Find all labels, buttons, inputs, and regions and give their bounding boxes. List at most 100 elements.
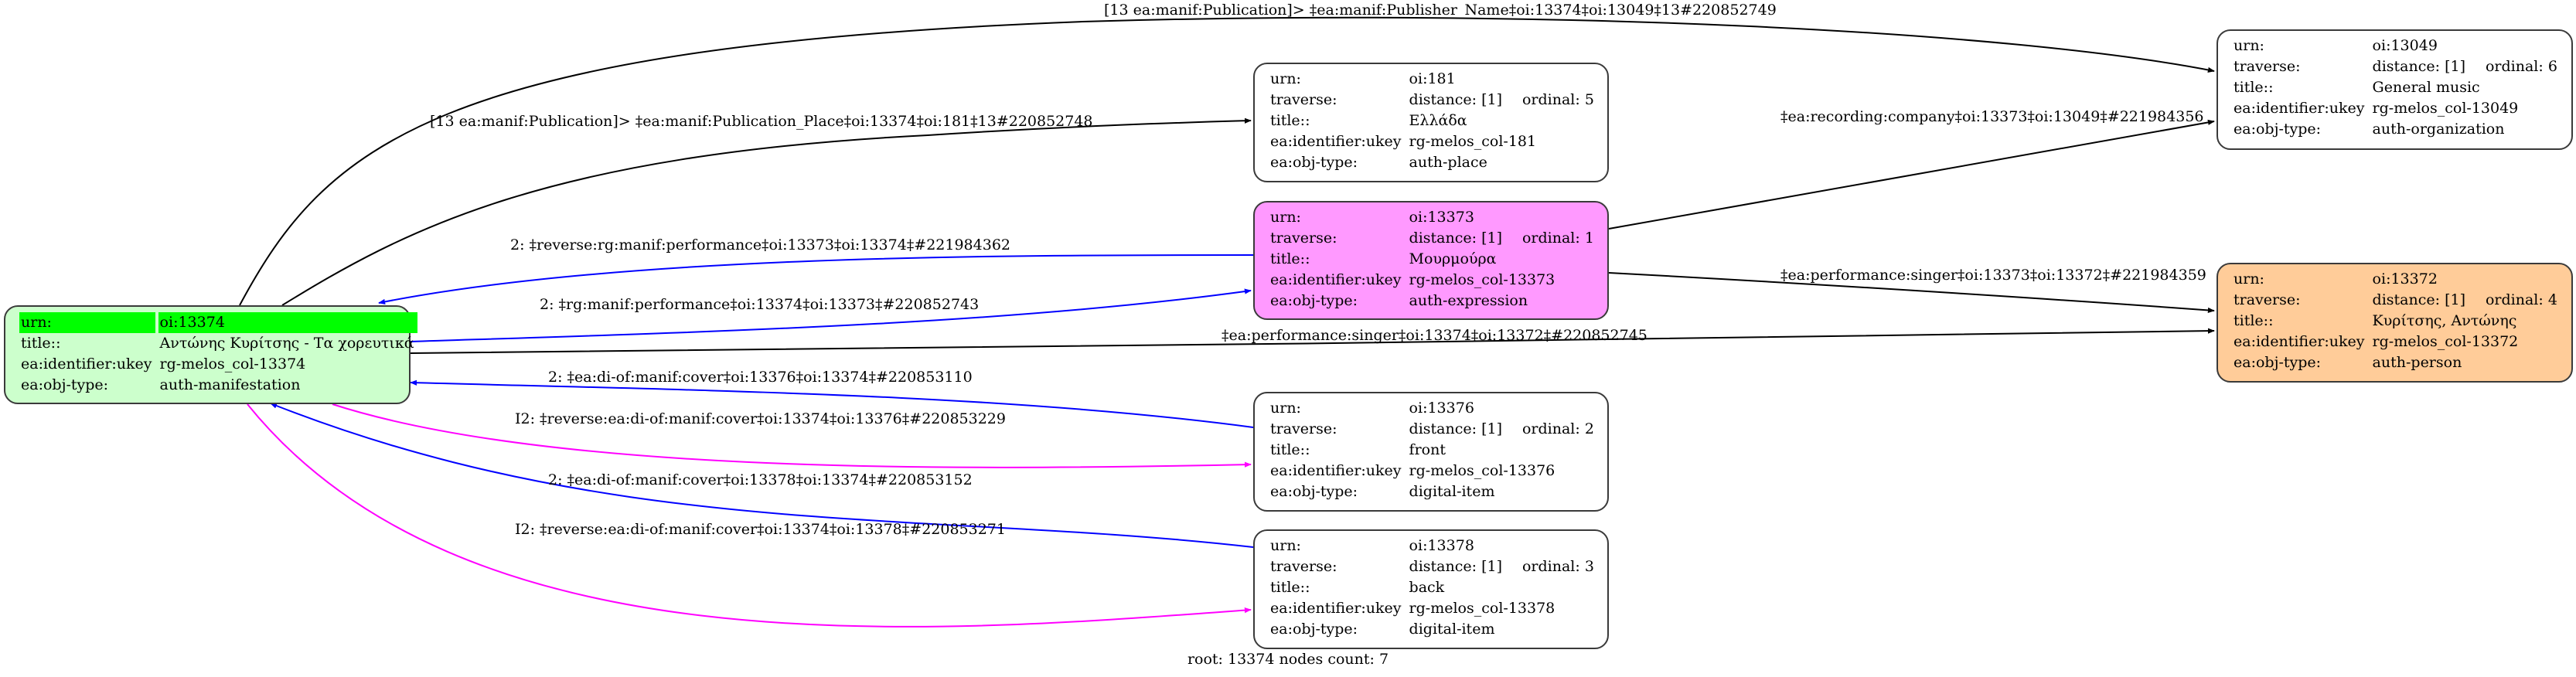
- node-13376[interactable]: urn: oi:13376 traverse: distance: [1]ordin…: [1253, 392, 1609, 512]
- objtype-row: ea:obj-type: auth-manifestation: [19, 375, 417, 396]
- title-value: back: [1409, 579, 1445, 596]
- distance-value: distance: [1]: [1409, 558, 1502, 575]
- traverse-key: traverse:: [1270, 230, 1337, 247]
- distance-value: distance: [1]: [2372, 291, 2465, 308]
- traverse-key: traverse:: [2234, 58, 2301, 75]
- node-181[interactable]: urn:oi:181 traverse:distance: [1]ordinal…: [1253, 63, 1609, 182]
- ukey-row: ea:identifier:ukey rg-melos_col-13374: [19, 354, 417, 375]
- ukey-value: rg-melos_col-13049: [2372, 100, 2519, 117]
- edge-13373-to-13049[interactable]: [1608, 119, 2215, 230]
- title-value: front: [1409, 441, 1446, 458]
- urn-value[interactable]: oi:181: [1409, 70, 1456, 87]
- edge-label-reverse-cover-13378: I2: ‡reverse:ea:di-of:manif:cover‡oi:133…: [515, 521, 1006, 538]
- edge-13374-to-13049[interactable]: [239, 16, 2215, 306]
- node-13378[interactable]: urn:oi:13378 traverse:distance: [1]ordin…: [1253, 529, 1609, 649]
- node-13049[interactable]: urn: oi:13049 traverse: distance: [1]ordin…: [2217, 29, 2573, 150]
- edge-13374-to-13378[interactable]: [247, 403, 1252, 628]
- edge-13374-to-181[interactable]: [281, 117, 1252, 306]
- title-value: Ελλάδα: [1409, 112, 1467, 129]
- ukey-value: rg-melos_col-13373: [1409, 271, 1555, 288]
- edge-13378-to-13374[interactable]: [270, 403, 1254, 548]
- ukey-key: ea:identifier:ukey: [1270, 133, 1402, 150]
- node-13372[interactable]: urn: oi:13372 traverse: distance: [1] ordin…: [2217, 263, 2573, 383]
- urn-value[interactable]: oi:13378: [1409, 537, 1474, 554]
- title-value: Αντώνης Κυρίτσης - Τα χορευτικά: [159, 335, 414, 352]
- urn-key: urn:: [2234, 37, 2264, 54]
- edge-13374-to-13373[interactable]: [410, 288, 1252, 342]
- title-key: title::: [1270, 579, 1310, 596]
- objtype-key: ea:obj-type:: [1270, 621, 1358, 638]
- objtype-key: ea:obj-type:: [2234, 121, 2322, 138]
- traverse-value: distance: [1] ordinal: 4: [2371, 290, 2561, 311]
- ukey-key: ea:identifier:ukey: [2234, 333, 2365, 350]
- title-key: title::: [2234, 312, 2274, 329]
- edge-13374-to-13372[interactable]: [410, 328, 2215, 354]
- traverse-value: distance: [1]ordinal: 3: [1408, 556, 1597, 577]
- objtype-value: digital-item: [1409, 483, 1495, 500]
- traverse-key: traverse:: [1270, 420, 1337, 437]
- ordinal-value: ordinal: 4: [2485, 291, 2557, 308]
- ukey-key: ea:identifier:ukey: [1270, 271, 1402, 288]
- urn-value[interactable]: oi:13372: [2372, 270, 2438, 287]
- title-key: title::: [1270, 112, 1310, 129]
- objtype-value: auth-place: [1409, 154, 1487, 171]
- traverse-value: distance: [1] ordinal: 5: [1408, 90, 1597, 111]
- graph-footer: root: 13374 nodes count: 7: [1187, 651, 1389, 668]
- ukey-value: rg-melos_col-13372: [2372, 333, 2519, 350]
- traverse-value: distance: [1] ordinal: 1: [1408, 228, 1597, 249]
- title-key: title::: [21, 335, 61, 352]
- urn-value[interactable]: oi:13373: [1409, 209, 1474, 226]
- ordinal-value: ordinal: 5: [1521, 91, 1594, 108]
- urn-key: urn:: [1270, 400, 1301, 417]
- urn-value[interactable]: oi:13049: [2372, 37, 2438, 54]
- ukey-value: rg-melos_col-13374: [159, 356, 306, 373]
- traverse-key: traverse:: [1270, 558, 1337, 575]
- edge-label-cover-13376: 2: ‡ea:di-of:manif:cover‡oi:13376‡oi:133…: [548, 369, 973, 386]
- ukey-key: ea:identifier:ukey: [1270, 600, 1402, 617]
- objtype-value: auth-organization: [2372, 121, 2505, 138]
- title-key: title::: [2234, 79, 2274, 96]
- distance-value: distance: [1]: [2372, 58, 2465, 75]
- node-13373[interactable]: urn:oi:13373 traverse:distance: [1]ordin…: [1253, 201, 1609, 320]
- objtype-value: digital-item: [1409, 621, 1495, 638]
- urn-key: urn:: [1270, 70, 1301, 87]
- title-value: Μουρμούρα: [1409, 250, 1497, 267]
- title-value: General music: [2372, 79, 2480, 96]
- edge-13373-to-13374[interactable]: [378, 254, 1254, 304]
- objtype-key: ea:obj-type:: [21, 376, 109, 393]
- urn-key: urn:: [2234, 270, 2264, 287]
- objtype-key: ea:obj-type:: [1270, 292, 1358, 309]
- edge-label-publication-place: [13 ea:manif:Publication]> ‡ea:manif:Pub…: [430, 113, 1093, 130]
- urn-value[interactable]: oi:13376: [1409, 400, 1474, 417]
- ukey-value: rg-melos_col-181: [1409, 133, 1537, 150]
- distance-value: distance: [1]: [1409, 91, 1502, 108]
- distance-value: distance: [1]: [1409, 230, 1502, 247]
- ordinal-value: ordinal: 1: [1521, 230, 1594, 247]
- edge-13374-to-13376[interactable]: [332, 403, 1252, 468]
- edge-13373-to-13372[interactable]: [1608, 272, 2215, 313]
- traverse-value: distance: [1]ordinal: 6: [2371, 56, 2561, 77]
- objtype-key: ea:obj-type:: [1270, 483, 1358, 500]
- edge-label-reverse-performance: 2: ‡reverse:rg:manif:performance‡oi:1337…: [510, 236, 1010, 253]
- ukey-key: ea:identifier:ukey: [2234, 100, 2365, 117]
- title-key: title::: [1270, 441, 1310, 458]
- edge-label-cover-13378: 2: ‡ea:di-of:manif:cover‡oi:13378‡oi:133…: [548, 471, 973, 488]
- title-key: title::: [1270, 250, 1310, 267]
- traverse-key: traverse:: [2234, 291, 2301, 308]
- ukey-value: rg-melos_col-13376: [1409, 462, 1555, 479]
- urn-key: urn:: [19, 312, 155, 333]
- node-root-13374[interactable]: urn: oi:13374 title:: Αντώνης Κυρίτσης -…: [4, 305, 417, 404]
- ukey-key: ea:identifier:ukey: [21, 356, 152, 373]
- edge-label-reverse-cover-13376: I2: ‡reverse:ea:di-of:manif:cover‡oi:133…: [515, 410, 1006, 427]
- objtype-value: auth-expression: [1409, 292, 1528, 309]
- edge-label-performance-singer-13373: ‡ea:performance:singer‡oi:13373‡oi:13372…: [1780, 267, 2206, 284]
- edge-13376-to-13374[interactable]: [410, 379, 1254, 428]
- edge-label-performance-singer-13374: ‡ea:performance:singer‡oi:13374‡oi:13372…: [1222, 327, 1647, 344]
- traverse-value: distance: [1]ordinal: 2: [1408, 419, 1597, 440]
- urn-value[interactable]: oi:13374: [158, 312, 417, 333]
- title-row: title:: Αντώνης Κυρίτσης - Τα χορευτικά: [19, 333, 417, 354]
- distance-value: distance: [1]: [1409, 420, 1502, 437]
- objtype-key: ea:obj-type:: [2234, 354, 2322, 371]
- objtype-value: auth-person: [2372, 354, 2462, 371]
